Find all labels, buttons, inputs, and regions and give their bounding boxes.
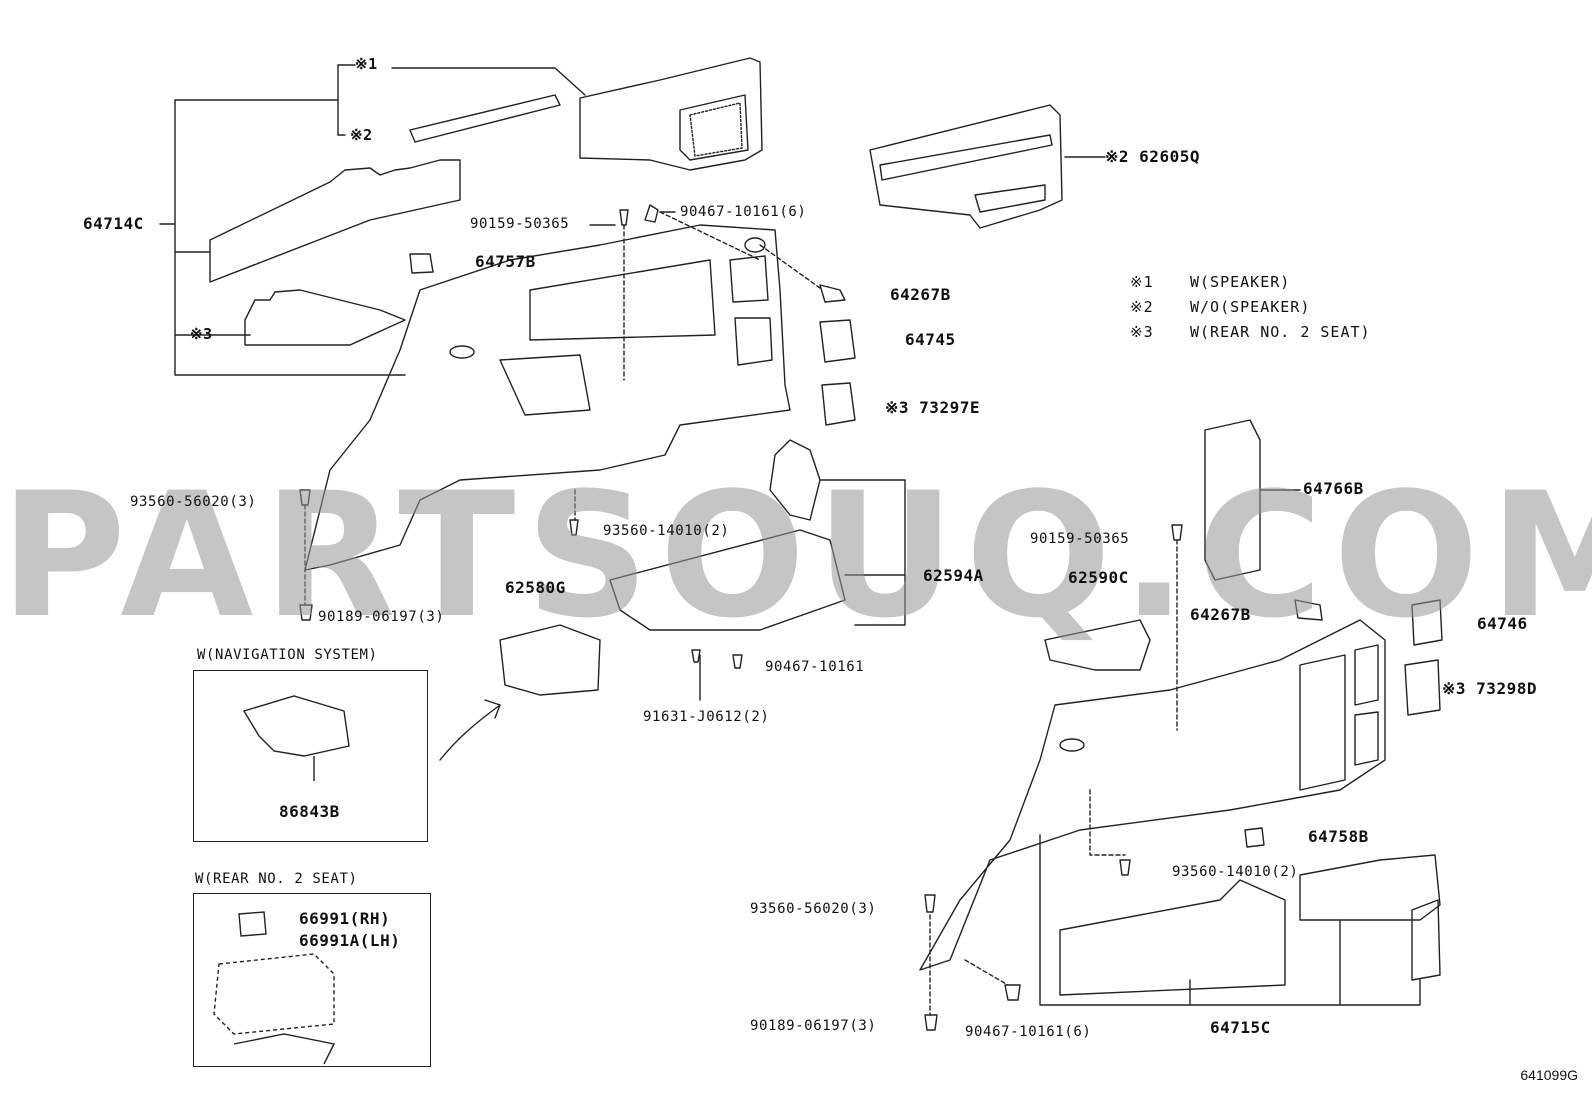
part-64758b-shape [1244, 827, 1265, 848]
trim-strip [409, 94, 561, 143]
part-64745-shape [819, 319, 856, 363]
panel-62605q [869, 104, 1106, 229]
rear-seat-trim-piece [244, 289, 406, 346]
seat-inset-box: 66991(RH) 66991A(LH) [193, 893, 431, 1067]
part-73297e-shape [821, 382, 856, 426]
part-label-93560-14010-right[interactable]: 93560-14010(2) [1172, 864, 1299, 880]
part-label-64766b[interactable]: 64766B [1303, 479, 1364, 498]
fastener-group-top [589, 204, 846, 381]
part-label-64758b[interactable]: 64758B [1308, 827, 1369, 846]
seat-part-drawing [213, 911, 336, 1065]
part-label-64715c[interactable]: 64715C [1210, 1018, 1271, 1037]
diagram-code: 641099G [1520, 1067, 1578, 1083]
part-label-93560-14010-left[interactable]: 93560-14010(2) [603, 523, 730, 539]
part-label-64746[interactable]: 64746 [1477, 614, 1528, 633]
part-label-73297e[interactable]: ※3 73297E [885, 398, 980, 417]
lower-trim-64715c [1039, 834, 1441, 1006]
tray-62594a [609, 439, 906, 631]
part-label-93560-56020-left[interactable]: 93560-56020(3) [130, 494, 257, 510]
part-label-90467-10161-mid[interactable]: 90467-10161 [765, 659, 865, 675]
part-label-64267b-right[interactable]: 64267B [1190, 605, 1251, 624]
right-quarter-trim [919, 619, 1386, 971]
inset-arrow [439, 699, 501, 761]
nav-inset-box: 86843B [193, 670, 428, 842]
part-label-62594a[interactable]: 62594A [923, 566, 984, 585]
part-label-93560-56020-right[interactable]: 93560-56020(3) [750, 901, 877, 917]
part-label-62590c[interactable]: 62590C [1068, 568, 1129, 587]
part-label-64757b[interactable]: 64757B [475, 252, 536, 271]
part-label-90159-50365-top[interactable]: 90159-50365 [470, 216, 570, 232]
part-label-64714c[interactable]: 64714C [83, 214, 144, 233]
fastener-group-left [299, 489, 743, 701]
part-label-90467-10161-top[interactable]: 90467-10161(6) [680, 204, 807, 220]
part-label-91631-j0612[interactable]: 91631-J0612(2) [643, 709, 770, 725]
part-label-90467-10161-bottom[interactable]: 90467-10161(6) [965, 1024, 1092, 1040]
part-64757b-shape [409, 253, 434, 274]
part-label-64267b-top[interactable]: 64267B [890, 285, 951, 304]
note-marker-1: ※1 [355, 55, 378, 73]
note-marker-2: ※2 [350, 126, 373, 144]
part-73298d-shape [1404, 659, 1441, 716]
part-label-64745[interactable]: 64745 [905, 330, 956, 349]
nav-inset-title: W(NAVIGATION SYSTEM) [197, 647, 378, 663]
part-label-90189-06197-left[interactable]: 90189-06197(3) [318, 609, 445, 625]
upper-left-trim [209, 159, 461, 283]
left-quarter-trim [304, 224, 791, 571]
pillar-trim-64766b [1204, 419, 1261, 581]
nav-part-drawing [242, 695, 350, 781]
box-62580g [499, 624, 601, 696]
part-label-73298d[interactable]: ※3 73298D [1442, 679, 1537, 698]
part-label-66991-rh[interactable]: 66991(RH) [299, 909, 391, 928]
part-64746-shape [1411, 599, 1443, 646]
part-label-86843b[interactable]: 86843B [279, 802, 340, 821]
part-label-62580g[interactable]: 62580G [505, 578, 566, 597]
upper-trim-with-speaker [579, 57, 763, 171]
part-label-66991a-lh[interactable]: 66991A(LH) [299, 931, 401, 950]
box-62590c [1044, 619, 1151, 671]
note-marker-3: ※3 [190, 325, 213, 343]
bracket-64714c [159, 64, 586, 376]
part-label-90159-50365-right[interactable]: 90159-50365 [1030, 531, 1130, 547]
part-label-90189-06197-right[interactable]: 90189-06197(3) [750, 1018, 877, 1034]
fastener-group-right [924, 524, 1323, 1031]
part-label-62605q[interactable]: ※2 62605Q [1105, 147, 1200, 166]
seat-inset-title: W(REAR NO. 2 SEAT) [195, 871, 358, 887]
